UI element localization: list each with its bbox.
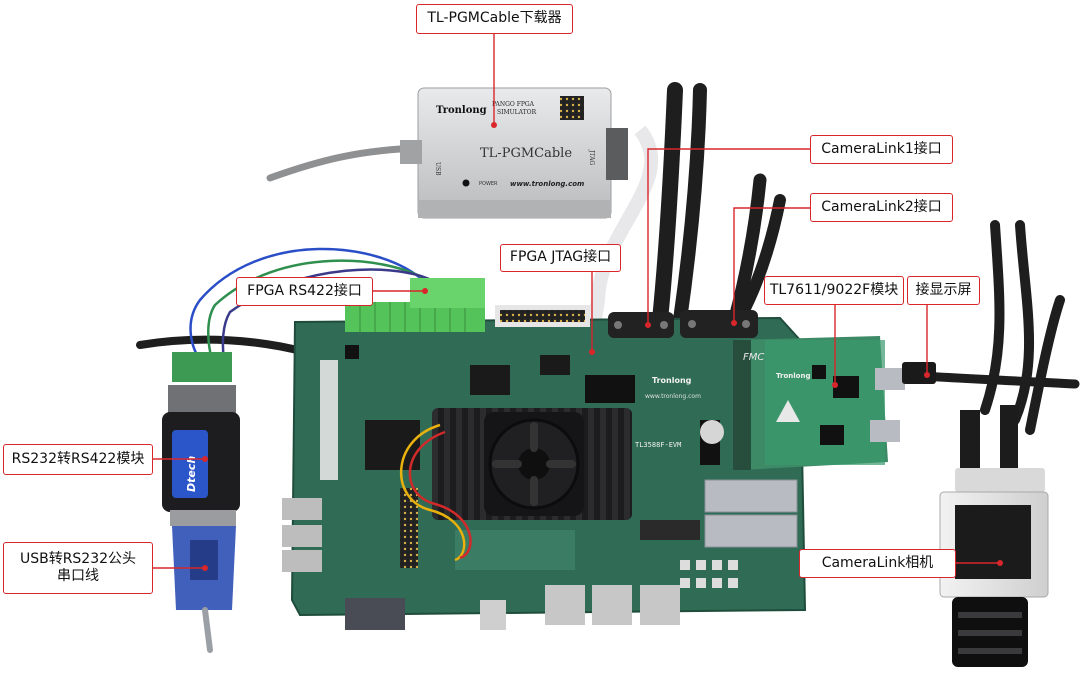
power-led-icon bbox=[462, 179, 470, 187]
label-usb-rs232-line2: 串口线 bbox=[57, 568, 99, 584]
tl7611-fmc-module: FMC Tronlong bbox=[733, 336, 905, 470]
rs232-rs422-adapter: Dtech bbox=[162, 352, 240, 653]
label-display: 接显示屏 bbox=[907, 276, 980, 305]
label-fpga-jtag: FPGA JTAG接口 bbox=[500, 244, 621, 272]
adapter-brand-text: Dtech bbox=[185, 456, 198, 492]
label-tl7611: TL7611/9022F模块 bbox=[764, 276, 904, 305]
hdmi-plug bbox=[902, 362, 936, 384]
jtag-ribbon bbox=[583, 125, 659, 352]
fmc-mark-text: FMC bbox=[743, 352, 764, 363]
pgm-model-line1: PANGO FPGA bbox=[492, 101, 535, 108]
cpu-heatsink-fan bbox=[432, 408, 632, 520]
pgm-brand-text: Tronlong bbox=[436, 105, 487, 116]
pgm-power-text: POWER bbox=[479, 181, 498, 187]
callout-dots bbox=[202, 122, 1003, 571]
board-model-text: TL3588F-EVM bbox=[635, 441, 681, 449]
black-cables bbox=[136, 82, 1080, 435]
label-pgm-cable: TL-PGMCable下载器 bbox=[416, 4, 573, 34]
pgm-model-line2: SIMULATOR bbox=[497, 109, 537, 116]
label-usb-rs232: USB转RS232公头 串口线 bbox=[3, 542, 153, 594]
pgm-url-text: www.tronlong.com bbox=[510, 180, 584, 188]
label-cameralink-camera: CameraLink相机 bbox=[799, 549, 956, 578]
label-cameralink2: CameraLink2接口 bbox=[810, 193, 953, 222]
pgm-cable-downloader: Tronlong PANGO FPGA SIMULATOR TL-PGMCabl… bbox=[400, 87, 628, 219]
fmc-brand-text: Tronlong bbox=[776, 372, 810, 380]
board-url-text: www.tronlong.com bbox=[645, 393, 701, 400]
cameralink-connectors bbox=[608, 310, 758, 338]
label-fpga-rs422: FPGA RS422接口 bbox=[236, 277, 373, 306]
pgm-usb-text: USB bbox=[434, 162, 441, 176]
label-usb-rs232-line1: USB转RS232公头 bbox=[19, 550, 137, 567]
label-cameralink1: CameraLink1接口 bbox=[810, 135, 953, 164]
cameralink-camera bbox=[939, 405, 1049, 667]
pgm-name-text: TL-PGMCable bbox=[480, 146, 572, 161]
fan-wires bbox=[399, 423, 472, 562]
usb-cable bbox=[266, 144, 424, 182]
callout-lines bbox=[153, 34, 1000, 569]
pgm-jtag-text: JTAG bbox=[588, 149, 595, 165]
label-rs232-rs422: RS232转RS422模块 bbox=[3, 444, 153, 475]
board-brand-text: Tronlong bbox=[652, 376, 692, 385]
